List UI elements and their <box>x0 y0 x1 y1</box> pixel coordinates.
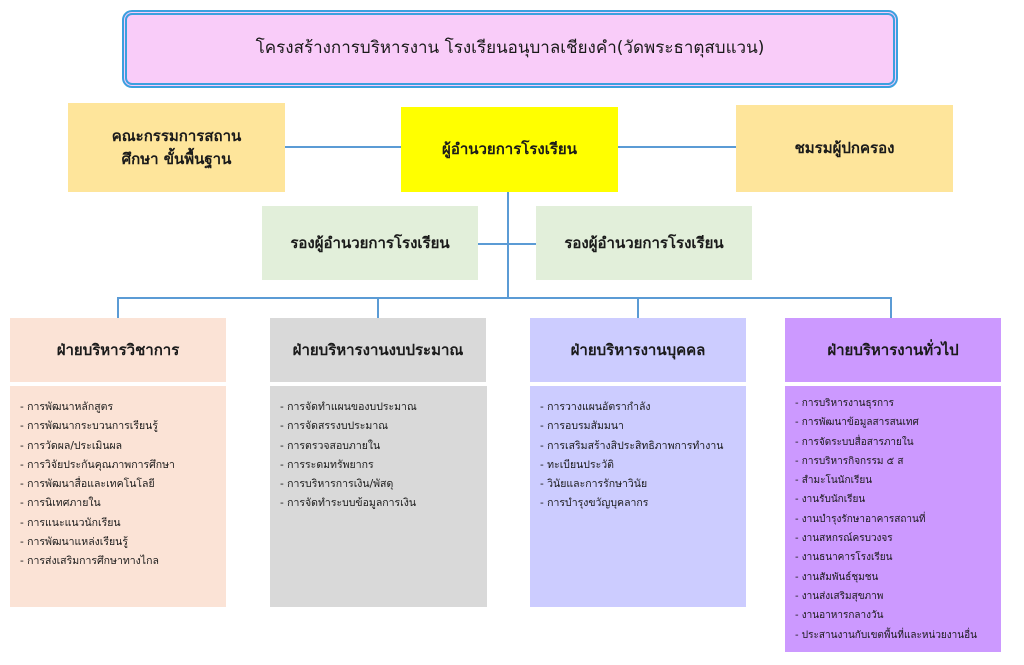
list-item: การอบรมสัมมนา <box>540 417 738 436</box>
department-header-budget: ฝ่ายบริหารงานงบประมาณ <box>270 318 486 382</box>
list-item: การจัดระบบสื่อสารภายใน <box>795 433 993 452</box>
list-item: การบำรุงขวัญบุคลากร <box>540 494 738 513</box>
list-item: การพัฒนากระบวนการเรียนรู้ <box>20 417 218 436</box>
list-item: การส่งเสริมการศึกษาทางไกล <box>20 552 218 571</box>
connector-line <box>890 297 892 318</box>
department-list-general: การบริหารงานธุรการ การพัฒนาข้อมูลสารสนเท… <box>785 386 1001 652</box>
school-board-box: คณะกรรมการสถานศึกษา ขั้นพื้นฐาน <box>68 103 285 192</box>
connector-line <box>507 192 509 299</box>
list-item: การวางแผนอัตรากำลัง <box>540 398 738 417</box>
list-item: งานสัมพันธ์ชุมชน <box>795 568 993 587</box>
list-item: การพัฒนาข้อมูลสารสนเทศ <box>795 413 993 432</box>
department-list-personnel: การวางแผนอัตรากำลัง การอบรมสัมมนา การเสร… <box>530 386 746 607</box>
list-item: การจัดทำระบบข้อมูลการเงิน <box>280 494 479 513</box>
list-item: การบริหารงานธุรการ <box>795 394 993 413</box>
department-header-general: ฝ่ายบริหารงานทั่วไป <box>785 318 1001 382</box>
list-item: การนิเทศภายใน <box>20 494 218 513</box>
list-item: การพัฒนาแหล่งเรียนรู้ <box>20 533 218 552</box>
parents-club-box: ชมรมผู้ปกครอง <box>736 105 953 192</box>
list-item: สำมะโนนักเรียน <box>795 471 993 490</box>
connector-line <box>637 297 639 318</box>
list-item: การพัฒนาสื่อและเทคโนโลยี <box>20 475 218 494</box>
connector-line <box>117 297 119 318</box>
department-list-academic: การพัฒนาหลักสูตร การพัฒนากระบวนการเรียนร… <box>10 386 226 607</box>
list-item: งานรับนักเรียน <box>795 490 993 509</box>
list-item: การระดมทรัพยากร <box>280 456 479 475</box>
list-item: การเสริมสร้างสิประสิทธิภาพการทำงาน <box>540 437 738 456</box>
list-item: การวิจัยประกันคุณภาพการศึกษา <box>20 456 218 475</box>
department-header-personnel: ฝ่ายบริหารงานบุคคล <box>530 318 746 382</box>
deputy-director-box: รองผู้อำนวยการโรงเรียน <box>536 206 752 280</box>
list-item: การจัดทำแผนของบประมาณ <box>280 398 479 417</box>
list-item: วินัยและการรักษาวินัย <box>540 475 738 494</box>
list-item: งานสหกรณ์ครบวงจร <box>795 529 993 548</box>
list-item: การวัดผล/ประเมินผล <box>20 437 218 456</box>
list-item: การจัดสรรงบประมาณ <box>280 417 479 436</box>
department-list-budget: การจัดทำแผนของบประมาณ การจัดสรรงบประมาณ … <box>270 386 487 607</box>
connector-line <box>117 297 892 299</box>
list-item: งานอาหารกลางวัน <box>795 606 993 625</box>
connector-line <box>618 146 736 148</box>
connector-line <box>285 146 401 148</box>
connector-line <box>377 297 379 318</box>
list-item: งานธนาคารโรงเรียน <box>795 548 993 567</box>
list-item: การแนะแนวนักเรียน <box>20 514 218 533</box>
connector-line <box>478 243 536 245</box>
list-item: การพัฒนาหลักสูตร <box>20 398 218 417</box>
list-item: ประสานงานกับเขตพื้นที่และหน่วยงานอื่น <box>795 626 993 645</box>
deputy-director-box: รองผู้อำนวยการโรงเรียน <box>262 206 478 280</box>
list-item: การบริหารกิจกรรม ๕ ส <box>795 452 993 471</box>
chart-title: โครงสร้างการบริหารงาน โรงเรียนอนุบาลเชีย… <box>122 10 898 88</box>
director-box: ผู้อำนวยการโรงเรียน <box>401 107 618 192</box>
list-item: งานส่งเสริมสุขภาพ <box>795 587 993 606</box>
department-header-academic: ฝ่ายบริหารวิชาการ <box>10 318 226 382</box>
list-item: งานบำรุงรักษาอาคารสถานที่ <box>795 510 993 529</box>
list-item: ทะเบียนประวัติ <box>540 456 738 475</box>
list-item: การบริหารการเงิน/พัสดุ <box>280 475 479 494</box>
list-item: การตรวจสอบภายใน <box>280 437 479 456</box>
